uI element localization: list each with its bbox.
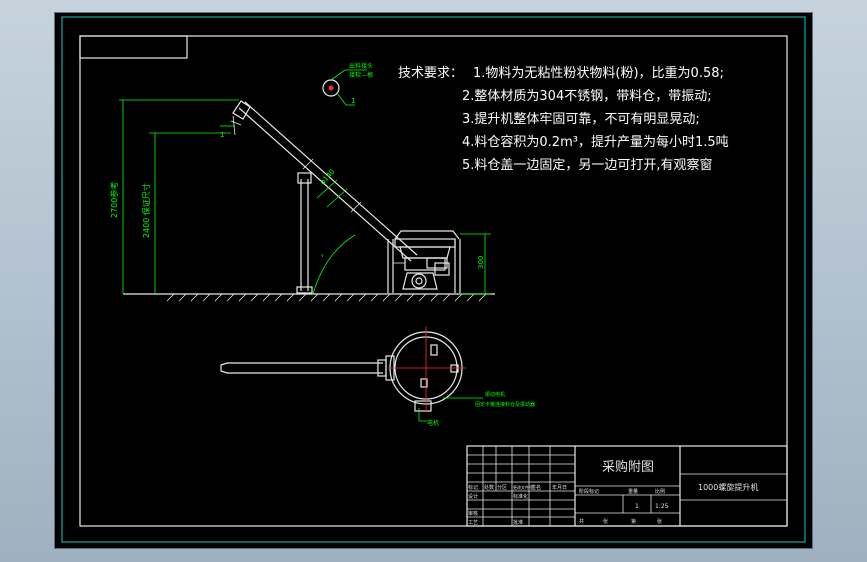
tech-item-1: 1.物料为无粘性粉状物料(粉)，比重为0.58; bbox=[473, 65, 724, 81]
tb-sheet-no: 第 bbox=[631, 518, 636, 525]
tb-header-change: 更改文件号 bbox=[513, 484, 533, 490]
screw-conveyor-tube bbox=[230, 100, 418, 262]
hopper-label-1: 振动电机 bbox=[485, 391, 505, 398]
height-dimensions: 2700参考 2400 保证尺寸 bbox=[109, 99, 239, 294]
hopper-height-dimension: 300 bbox=[460, 233, 491, 295]
tb-role-standard: 标准化 bbox=[513, 493, 528, 500]
tb-role-process: 工艺 bbox=[468, 520, 478, 526]
tech-item-5: 5.料仓盖一边固定，另一边可打开,有观察窗 bbox=[462, 157, 713, 173]
tb-header-date: 年月日 bbox=[552, 484, 567, 491]
tb-header-zone: 分区 bbox=[497, 484, 507, 491]
tb-weight: 重量 bbox=[628, 488, 638, 495]
ground-line bbox=[123, 293, 495, 302]
drawing-frame bbox=[61, 16, 806, 543]
tech-item-3: 3.提升机整体牢固可靠，不可有明显晃动; bbox=[462, 111, 700, 127]
detail-label: 出料接头 bbox=[349, 62, 373, 70]
tech-heading: 技术要求： bbox=[398, 66, 463, 81]
tb-sheet: 张 bbox=[657, 518, 662, 525]
sheet-count-text: 1 bbox=[635, 503, 639, 510]
total-height-text: 2700参考 bbox=[109, 182, 119, 218]
cad-drawing-canvas: 技术要求： 1.物料为无粘性粉状物料(粉)，比重为0.58; 2.整体材质为30… bbox=[61, 16, 806, 543]
hopper-label-2: 固定卡箍连接料仓及振动器 bbox=[475, 401, 535, 408]
detail-sub-label: 接软—根 bbox=[349, 71, 373, 79]
hopper-assembly bbox=[387, 230, 461, 293]
tb-header-sign: 签名 bbox=[531, 484, 541, 491]
drawing-type-text: 采购附图 bbox=[602, 459, 654, 475]
tb-header-mark: 标记 bbox=[468, 484, 478, 491]
drawing-name-text: 1000螺旋提升机 bbox=[698, 482, 758, 492]
title-block: 采购附图 1000螺旋提升机 1:25 1 标记 处数 分区 更改文件号 签名 … bbox=[466, 445, 788, 527]
discharge-height-text: 2400 保证尺寸 bbox=[141, 183, 151, 238]
tech-item-4: 4.料仓容积为0.2m³，提升产量为每小时1.5吨 bbox=[462, 134, 729, 150]
tb-total: 共 bbox=[579, 518, 584, 525]
support-leg bbox=[296, 172, 313, 294]
tb-role-review: 审核 bbox=[468, 510, 478, 517]
angle-dimension: ° bbox=[312, 234, 356, 295]
outlet-leader-number: 1 bbox=[220, 131, 224, 139]
drawing-sheet: 技术要求： 1.物料为无粘性粉状物料(粉)，比重为0.58; 2.整体材质为30… bbox=[55, 13, 812, 548]
pipe-diameter-dimension: φ140 bbox=[316, 168, 348, 208]
tb-stage-mark: 阶段标记 bbox=[579, 488, 599, 495]
hopper-height-text: 300 bbox=[477, 256, 485, 269]
tb-role-approve: 批准 bbox=[513, 519, 523, 526]
tb-role-design: 设计 bbox=[468, 493, 478, 500]
svg-text:°: ° bbox=[320, 253, 329, 260]
outlet-callout: 1 bbox=[220, 125, 235, 139]
motor-label: 电机 bbox=[427, 419, 439, 427]
tech-requirements: 技术要求： 1.物料为无粘性粉状物料(粉)，比重为0.58; 2.整体材质为30… bbox=[398, 65, 729, 173]
scale-text: 1:25 bbox=[655, 503, 669, 510]
tech-item-2: 2.整体材质为304不锈钢，带料仓，带振动; bbox=[462, 89, 712, 104]
tb-header-count: 处数 bbox=[484, 484, 494, 491]
detail-callout: 出料接头 接软—根 1 bbox=[322, 62, 373, 106]
tb-sheets: 张 bbox=[603, 518, 608, 525]
plan-view: 振动电机 固定卡箍连接料仓及振动器 电机 bbox=[220, 326, 535, 427]
detail-leader-number: 1 bbox=[351, 97, 355, 105]
tb-scale-label: 比例 bbox=[655, 488, 665, 495]
